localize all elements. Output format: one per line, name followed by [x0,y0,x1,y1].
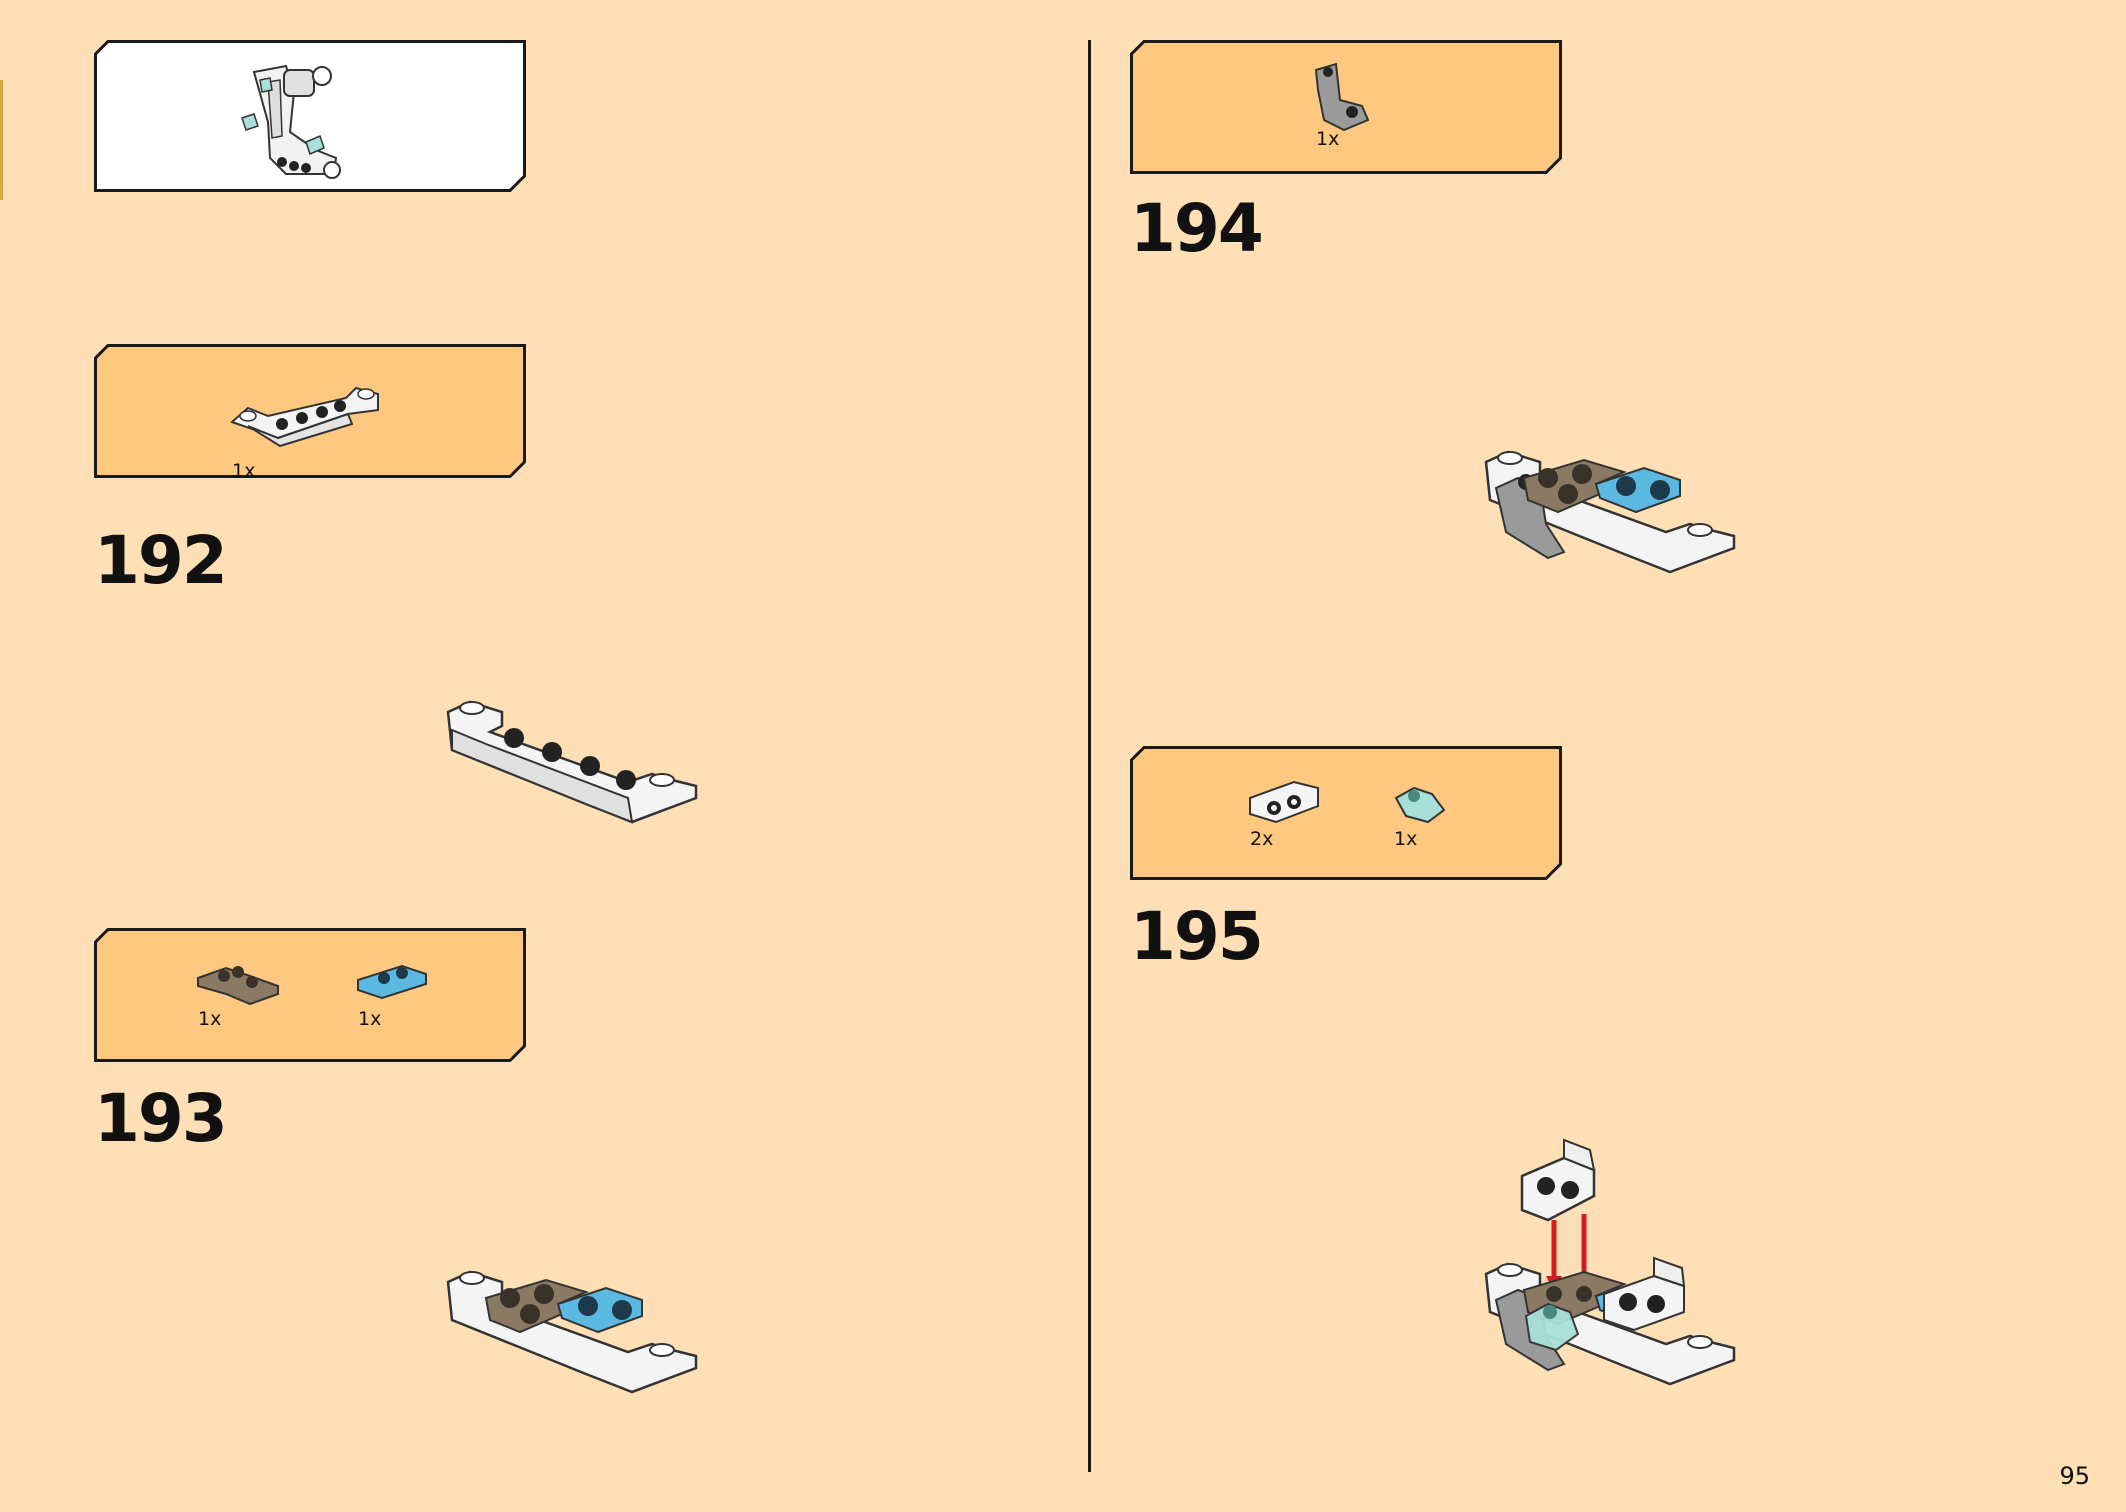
parts-callout-194: 1x [1130,40,1562,174]
trans-light-blue-tooth-icon [1392,780,1448,826]
inset-frame [94,40,526,192]
callout-frame [1130,746,1562,880]
step-195-model-image [1484,1138,1736,1394]
callout-frame [94,928,526,1062]
part-quantity: 1x [198,1008,222,1030]
parts-callout-193: 1x 1x [94,928,526,1062]
step-number: 192 [94,522,228,599]
parts-callout-195: 2x 1x [1130,746,1562,880]
part-quantity: 2x [1250,828,1274,850]
blue-plate-icon [356,962,428,1002]
gray-bracket-icon [1310,60,1380,132]
tan-corner-plate-icon [196,958,282,1006]
part-quantity: 1x [358,1008,382,1030]
part-quantity: 1x [1316,128,1340,150]
part-quantity: 1x [232,460,256,482]
white-inverted-slope-brick-icon [228,366,398,450]
step-number: 195 [1130,898,1264,975]
submodel-preview-image [224,62,394,180]
step-194-model-image [1484,434,1736,582]
submodel-inset-panel [94,40,526,192]
part-quantity: 1x [1394,828,1418,850]
step-number: 194 [1130,190,1264,267]
step-193-model-image [446,1244,698,1394]
step-number: 193 [94,1080,228,1157]
page-number: 95 [2059,1462,2090,1490]
page-edge-strip [0,80,3,200]
parts-callout-192: 1x [94,344,526,482]
white-bracket-plate-icon [1246,776,1322,826]
page-divider [1088,40,1091,1472]
step-192-model-image [446,674,698,824]
